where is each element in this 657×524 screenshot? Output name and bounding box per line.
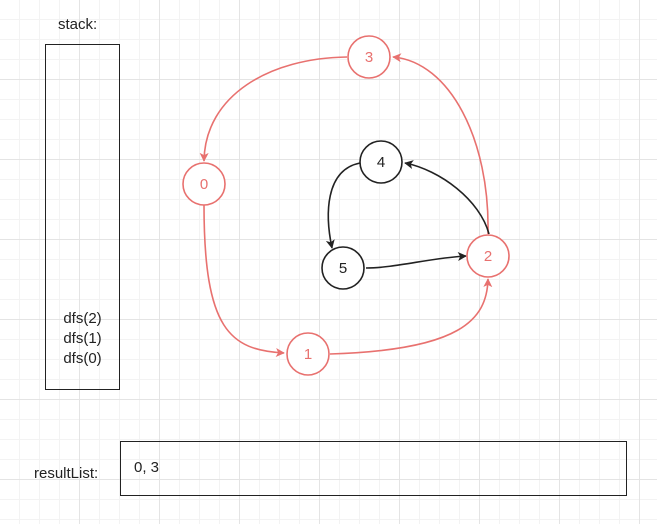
node-label: 2 (484, 248, 492, 265)
graph-node-1: 1 (286, 332, 330, 376)
node-label: 0 (200, 176, 208, 193)
stack-item: dfs(2) (63, 310, 102, 327)
graph-node-2: 2 (466, 234, 510, 278)
edge-5-to-2 (365, 251, 467, 269)
graph-node-5: 5 (321, 246, 365, 290)
edge-2-to-4 (404, 160, 490, 235)
node-circle (182, 162, 226, 206)
node-label: 4 (377, 154, 385, 171)
edge-3-to-0 (199, 56, 348, 162)
node-circle (359, 140, 403, 184)
edge-0-to-1 (203, 204, 285, 358)
stack-box: dfs(2) dfs(1) dfs(0) (45, 44, 120, 390)
edge-1-to-2 (329, 278, 493, 355)
edge-4-to-5 (325, 162, 361, 249)
nodes-layer: 0 1 2 3 4 5 (182, 35, 510, 376)
edges-layer (199, 53, 493, 358)
stack-item: dfs(0) (63, 350, 102, 367)
stack-item: dfs(1) (63, 330, 102, 347)
stack-label: stack: (58, 16, 98, 33)
node-label: 1 (304, 346, 312, 363)
result-list-value: 0, 3 (134, 459, 160, 476)
node-circle (321, 246, 365, 290)
graph-node-0: 0 (182, 162, 226, 206)
node-circle (286, 332, 330, 376)
result-list-box: 0, 3 (120, 441, 627, 496)
edge-2-to-3 (392, 53, 489, 235)
graph-node-3: 3 (347, 35, 391, 79)
stack-items: dfs(2) dfs(1) dfs(0) (46, 309, 119, 369)
result-list-label: resultList: (34, 465, 99, 482)
node-circle (347, 35, 391, 79)
graph-node-4: 4 (359, 140, 403, 184)
node-circle (466, 234, 510, 278)
node-label: 5 (339, 260, 347, 277)
node-label: 3 (365, 49, 373, 66)
